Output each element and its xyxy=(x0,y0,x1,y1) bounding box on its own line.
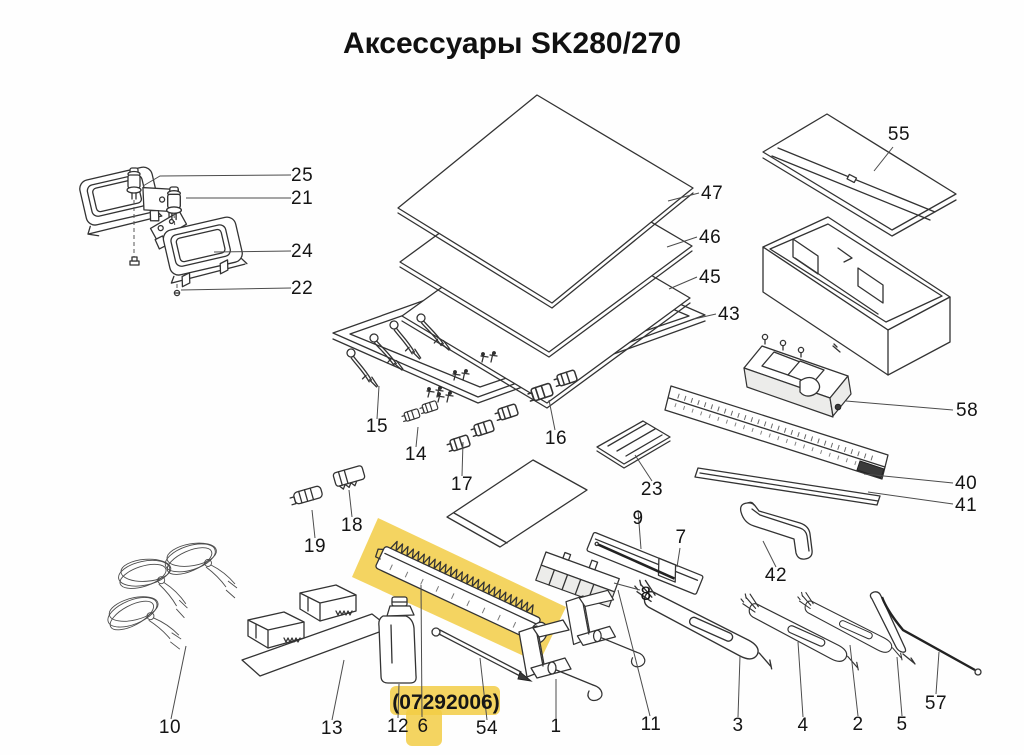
part-54-tool-drawing xyxy=(431,627,533,682)
part-label-47: 47 xyxy=(701,183,723,204)
part-label-9: 9 xyxy=(632,508,643,529)
part-label-10: 10 xyxy=(159,717,181,738)
part-label-57: 57 xyxy=(925,693,947,714)
highlighted-part-code[interactable]: (07292006) xyxy=(392,691,499,714)
part-label-43: 43 xyxy=(718,304,740,325)
part-55-box-base-drawing xyxy=(762,216,951,376)
part-label-1: 1 xyxy=(550,716,561,737)
part-label-18: 18 xyxy=(341,515,363,536)
part-label-54: 54 xyxy=(476,718,498,739)
part-label-16: 16 xyxy=(545,428,567,449)
part-label-19: 19 xyxy=(304,536,326,557)
part-12-bottle-drawing xyxy=(378,596,417,684)
part-42-bracket-drawing xyxy=(739,501,813,560)
part-13-combs-drawing xyxy=(241,584,391,677)
small-screw-icon xyxy=(832,343,841,353)
instruction-card-drawing xyxy=(446,459,588,548)
part-58-device-drawing xyxy=(743,333,852,418)
part-label-40: 40 xyxy=(955,473,977,494)
part-41-strip-drawing xyxy=(694,467,881,506)
part-label-15: 15 xyxy=(366,416,388,437)
part-9-needle-drawing xyxy=(597,543,675,580)
part-label-3: 3 xyxy=(732,715,743,736)
part-number-labels: 25 21 24 22 47 46 45 43 55 58 40 41 15 1… xyxy=(159,124,978,739)
part-label-2: 2 xyxy=(852,714,863,735)
part-23-plates-drawing xyxy=(596,420,671,469)
part-label-13: 13 xyxy=(321,718,343,739)
part-label-55: 55 xyxy=(888,124,910,145)
part-label-41: 41 xyxy=(955,495,977,516)
part-47-sheet-drawing xyxy=(397,94,694,309)
part-label-7: 7 xyxy=(675,527,686,548)
part-label-17: 17 xyxy=(451,474,473,495)
part-label-46: 46 xyxy=(699,227,721,248)
part-label-23: 23 xyxy=(641,479,663,500)
part-24-unit-drawing xyxy=(149,210,248,288)
part-label-6[interactable]: 6 xyxy=(417,716,428,737)
part-7-tray-drawing xyxy=(586,531,704,595)
part-label-22: 22 xyxy=(291,278,313,299)
part-label-4: 4 xyxy=(797,715,808,736)
page-title: Аксессуары SK280/270 xyxy=(343,27,681,60)
part-label-8: 8 xyxy=(640,584,651,605)
part-24-tension-unit-group xyxy=(79,166,248,297)
part-55-box-lid-drawing xyxy=(762,113,957,237)
part-17-clips-drawing xyxy=(445,402,520,454)
part-10-cords-drawing xyxy=(102,537,238,655)
part-18-clip-drawing xyxy=(332,465,366,490)
part-label-58: 58 xyxy=(956,400,978,421)
part-label-42: 42 xyxy=(765,565,787,586)
leader-lines xyxy=(142,146,954,721)
part-57-wire-drawing xyxy=(880,596,982,676)
part-label-5: 5 xyxy=(896,714,907,735)
part-19-clip-drawing xyxy=(289,485,323,506)
part-label-45: 45 xyxy=(699,267,721,288)
part-label-21: 21 xyxy=(291,188,313,209)
part-40-ruler-drawing xyxy=(664,385,889,480)
part-label-11: 11 xyxy=(641,714,662,735)
part-14-clips-drawing xyxy=(400,390,454,423)
part-label-24: 24 xyxy=(291,241,313,262)
part-label-12: 12 xyxy=(387,716,409,737)
part-label-14: 14 xyxy=(405,444,427,465)
part-5-tool-drawing xyxy=(869,591,916,665)
part-11-clamp-drawing xyxy=(565,589,646,668)
part-22-nut-icon xyxy=(129,256,181,297)
part-label-25: 25 xyxy=(291,165,313,186)
